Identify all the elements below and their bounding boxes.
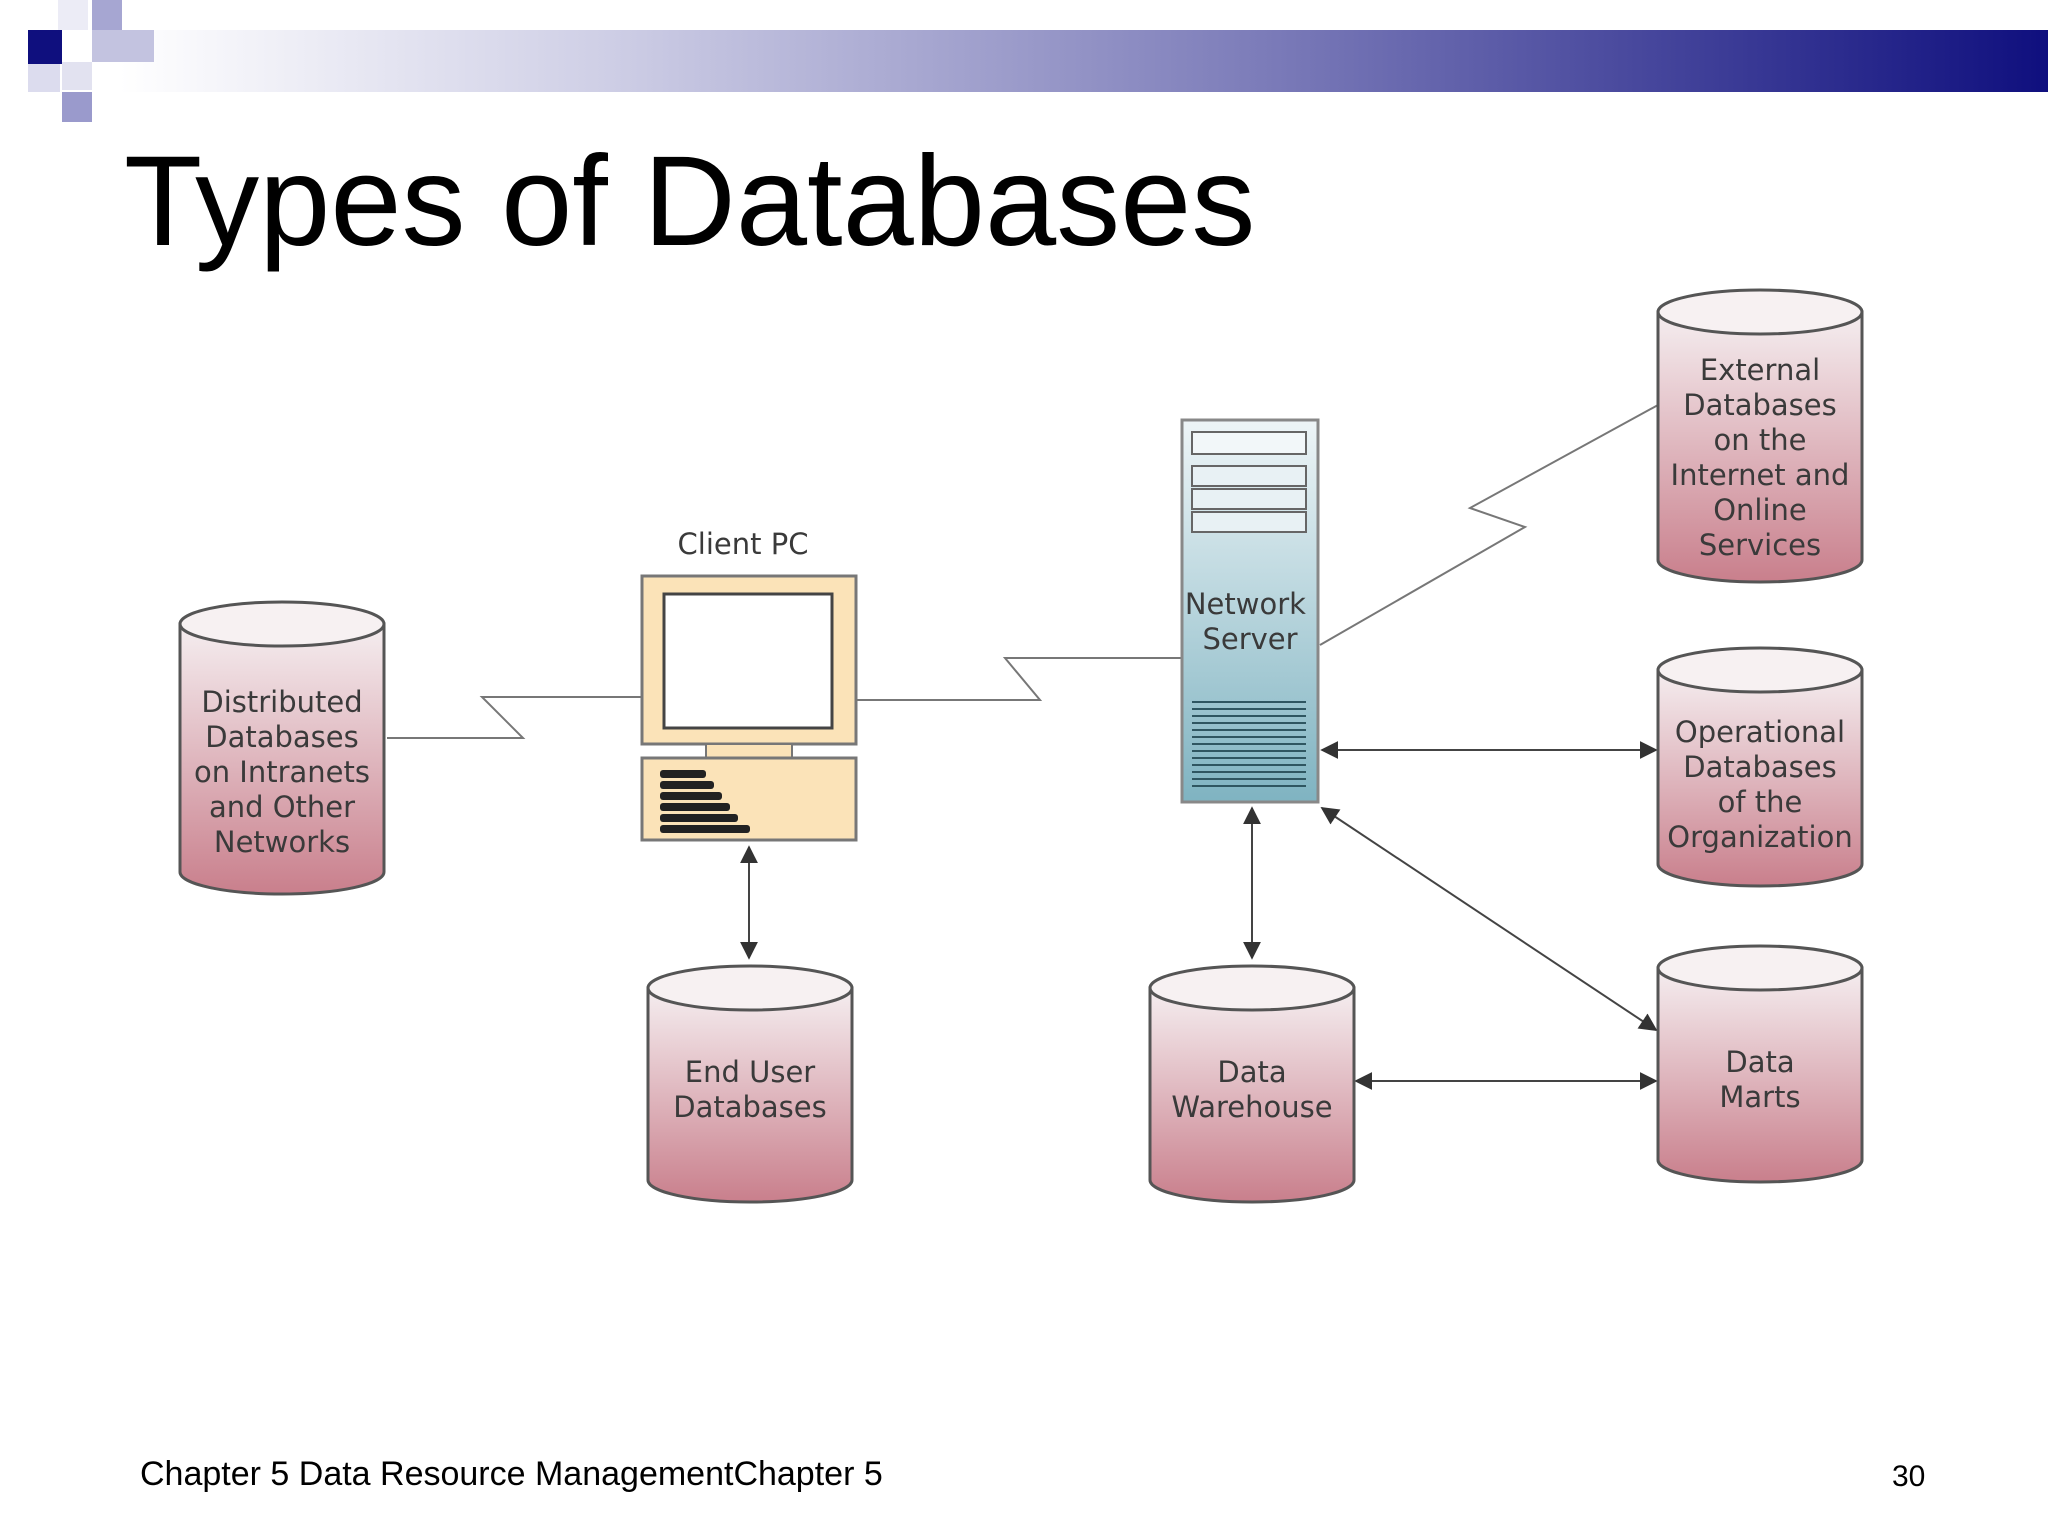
database-label-line: Organization [1667, 820, 1852, 854]
database-cylinder-body [1656, 966, 1864, 1184]
database-label-line: External [1700, 353, 1820, 387]
database-cylinder-body [1656, 310, 1864, 584]
database-label-line: on the [1714, 423, 1807, 457]
slide-title: Types of Databases [124, 130, 1256, 273]
database-label-line: of the [1718, 785, 1803, 819]
database-label-line: Data [1725, 1045, 1794, 1079]
banner-square-light [58, 0, 88, 30]
database-cylinder-top [178, 600, 386, 648]
database-label-line: Distributed [201, 685, 362, 719]
database-label-line: Databases [205, 720, 358, 754]
banner-square-dark [28, 30, 62, 64]
client-pc: Client PC [640, 527, 858, 842]
database-cylinder-body [646, 986, 854, 1204]
banner-square-light [28, 64, 60, 92]
title-banner [120, 30, 2048, 92]
database-label-line: Databases [673, 1090, 826, 1124]
database-label-line: Operational [1675, 715, 1845, 749]
database-cylinder-body [178, 622, 386, 896]
database-cylinder-top [1656, 944, 1864, 992]
database-cylinder-top [1656, 646, 1864, 694]
database-cylinder-body [1656, 668, 1864, 888]
database-label-line: Data [1217, 1055, 1286, 1089]
database-label-line: End User [685, 1055, 816, 1089]
database-cylinder-top [1148, 964, 1356, 1012]
connection-lines [387, 404, 1659, 739]
database-label-line: Databases [1683, 750, 1836, 784]
database-cylinder-top [646, 964, 854, 1012]
banner-square-mid [92, 30, 154, 62]
database-cylinder-top [1656, 288, 1864, 336]
database-label-line: Services [1699, 528, 1821, 562]
database-label-line: Networks [214, 825, 350, 859]
server-label-line: Server [1202, 622, 1297, 656]
database-cylinder-body [1148, 986, 1356, 1204]
server-icon [1180, 418, 1320, 804]
network-server: Network Server [1180, 418, 1320, 804]
database-label-line: Marts [1719, 1080, 1800, 1114]
database-label-line: Internet and [1671, 458, 1850, 492]
client-pc-label: Client PC [678, 527, 809, 561]
database-label-line: Online [1713, 493, 1807, 527]
data-flow-arrows [740, 741, 1658, 1090]
slide-footer: Chapter 5 Data Resource ManagementChapte… [140, 1455, 883, 1493]
server-label-line: Network [1185, 587, 1306, 621]
banner-square-light [62, 62, 92, 90]
database-label-line: Warehouse [1171, 1090, 1332, 1124]
database-label-line: on Intranets [194, 755, 370, 789]
banner-square-mid [92, 0, 122, 30]
banner-square-mid [62, 92, 92, 122]
arrow-server-datamarts [1320, 807, 1658, 1031]
computer-icon [640, 574, 858, 842]
link-server-to-external [1319, 404, 1659, 646]
page-number: 30 [1892, 1460, 1926, 1493]
link-pc-to-server [856, 657, 1182, 701]
network-server-label: Network Server [1185, 587, 1315, 656]
database-label-line: and Other [209, 790, 355, 824]
link-distributed-to-pc [387, 696, 642, 739]
database-label-line: Databases [1683, 388, 1836, 422]
